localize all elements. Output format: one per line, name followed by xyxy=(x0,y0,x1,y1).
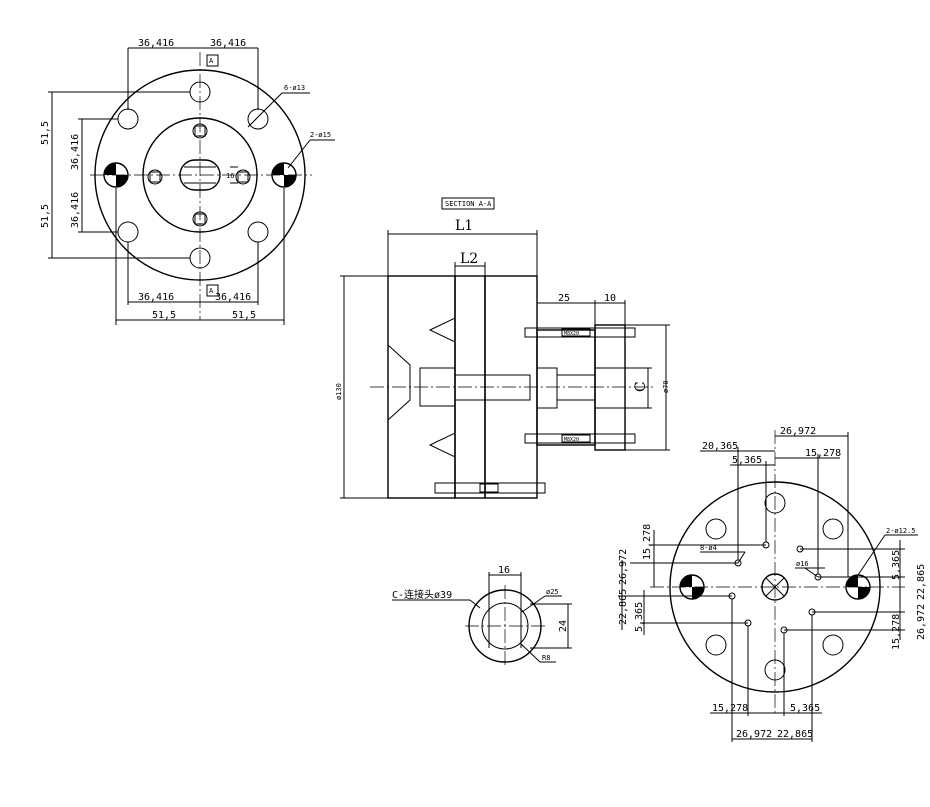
dim-center-16: 16 xyxy=(226,172,234,180)
dim-bottom-22865: 22,865 xyxy=(777,729,813,740)
bottom-pin xyxy=(434,482,546,494)
center-sprue xyxy=(761,573,789,601)
dim-top-right: 36,416 xyxy=(210,38,246,49)
screw-right xyxy=(235,169,251,185)
dim-top-20365: 20,365 xyxy=(702,441,738,452)
dim-25: 25 xyxy=(558,293,570,304)
bolt-hole xyxy=(247,108,269,130)
dim-top-15278: 15,278 xyxy=(805,448,841,459)
bolt-hole xyxy=(705,634,727,656)
locating-pin-right xyxy=(845,574,871,600)
dim-right-26972: 26,972 xyxy=(916,604,927,640)
dim-left-26972: 26,972 xyxy=(618,549,629,585)
connector-flange xyxy=(594,324,626,451)
dim-bottom-5365: 5,365 xyxy=(790,703,820,714)
dim-bottom-26972: 26,972 xyxy=(736,729,772,740)
cavity-plan-view: 26,972 20,365 15,278 5,365 15,278 26,972… xyxy=(618,426,927,742)
screw-left xyxy=(147,169,163,185)
bolt-upper xyxy=(524,327,636,338)
dim-top-26972: 26,972 xyxy=(780,426,816,437)
center-slot xyxy=(179,159,221,191)
callout-6-holes: 6-ø13 xyxy=(284,84,305,92)
dim-right-5365: 5,365 xyxy=(891,550,902,580)
dim-left-15278: 15,278 xyxy=(642,524,653,560)
dim-r8: R8 xyxy=(542,654,550,662)
locating-pin-left xyxy=(679,574,705,600)
dim-dia130: ø130 xyxy=(335,383,343,400)
section-marker-top xyxy=(206,54,219,67)
dim-right-22865: 22,865 xyxy=(916,564,927,600)
bolt-hole xyxy=(822,634,844,656)
dim-left-inner-top: 36,416 xyxy=(70,134,81,170)
section-title: SECTION A-A xyxy=(445,200,492,208)
dim-left-inner-bottom: 36,416 xyxy=(70,192,81,228)
dim-bottom-right: 36,416 xyxy=(215,292,251,303)
dim-left-outer-bottom: 51,5 xyxy=(40,204,51,228)
section-marker-top-label: A xyxy=(209,57,214,65)
dim-c: C xyxy=(633,381,649,392)
locating-pin-left xyxy=(103,162,129,188)
dim-bottom-outer-left: 51,5 xyxy=(152,310,176,321)
bolt-upper-label: M8X20 xyxy=(564,331,579,337)
callout-hole-4: 8-ø4 xyxy=(700,544,717,552)
section-view: SECTION A-A M8X20 M8X20 L1 xyxy=(335,197,670,499)
bolt-lower xyxy=(524,433,636,444)
dim-bottom-outer-right: 51,5 xyxy=(232,310,256,321)
screw-top xyxy=(192,123,208,139)
screw-bottom xyxy=(192,211,208,227)
dim-top-5365: 5,365 xyxy=(732,455,762,466)
dim-10: 10 xyxy=(604,293,616,304)
dim-l2: L2 xyxy=(460,251,478,267)
runner-channel xyxy=(454,374,531,401)
callout-2-holes: 2-ø12.5 xyxy=(886,527,916,535)
dim-left-22865: 22,865 xyxy=(618,589,629,625)
section-marker-bottom-label: A xyxy=(209,287,214,295)
connector-detail: C-连接头ø39 16 ø25 24 R8 xyxy=(392,565,572,667)
dim-left-outer-top: 51,5 xyxy=(40,121,51,145)
bolt-hole-group xyxy=(705,492,844,681)
sprue-cutout xyxy=(387,344,411,421)
dim-bottom-15278: 15,278 xyxy=(712,703,748,714)
callout-hole-16: ø16 xyxy=(796,560,809,568)
bolt-hole xyxy=(764,659,786,681)
dim-left-5365: 5,365 xyxy=(634,602,645,632)
bolt-hole xyxy=(764,492,786,514)
plan-view: A A 36,416 36,416 36,416 36,416 51,5 51,… xyxy=(40,38,335,325)
bolt-hole xyxy=(117,221,139,243)
dim-right-15278: 15,278 xyxy=(891,614,902,650)
locating-pin-right xyxy=(271,162,297,188)
section-title-box xyxy=(441,197,495,210)
section-marker-bottom xyxy=(206,284,219,297)
connector-body xyxy=(536,329,596,446)
dim-16: 16 xyxy=(498,565,510,576)
dim-24: 24 xyxy=(558,620,569,632)
dim-dia70: ø70 xyxy=(662,380,670,393)
dim-dia25: ø25 xyxy=(546,588,559,596)
dim-l1: L1 xyxy=(455,218,473,234)
bolt-hole xyxy=(247,221,269,243)
dim-top-left: 36,416 xyxy=(138,38,174,49)
bolt-hole xyxy=(705,518,727,540)
callout-2-holes: 2-ø15 xyxy=(310,131,331,139)
connector-label: C-连接头ø39 xyxy=(392,588,452,601)
dim-bottom-left: 36,416 xyxy=(138,292,174,303)
bolt-lower-label: M8X20 xyxy=(564,437,579,443)
bolt-hole xyxy=(822,518,844,540)
bolt-hole xyxy=(117,108,139,130)
